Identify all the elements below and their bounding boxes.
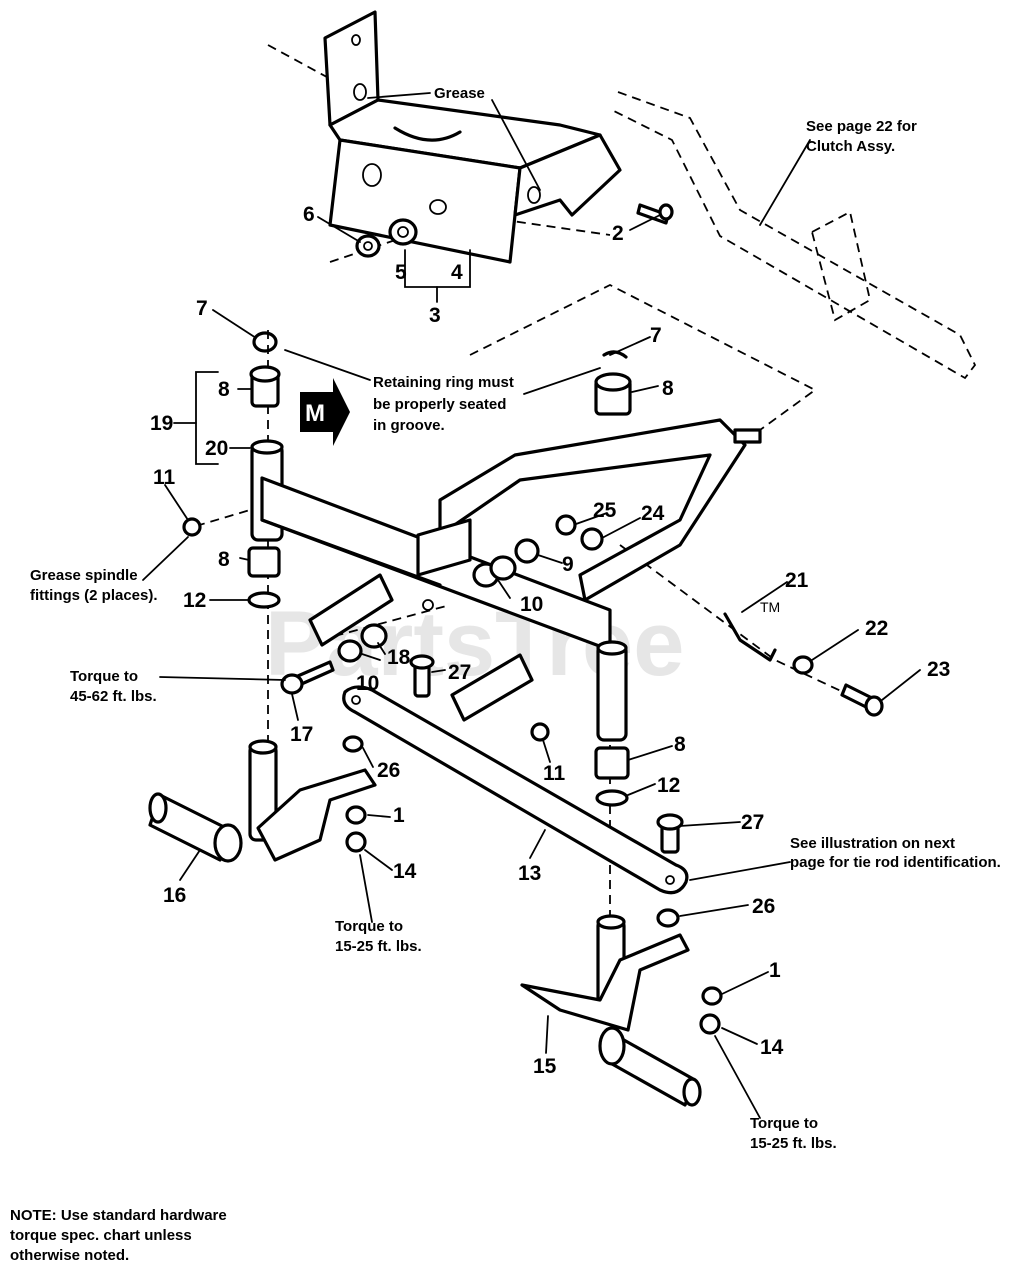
hardware-right <box>723 612 884 717</box>
callout-9: 9 <box>562 553 574 576</box>
note-retaining-line-1: Retaining ring must <box>373 374 514 391</box>
callout-5: 5 <box>395 261 407 284</box>
callout-24: 24 <box>641 502 665 525</box>
callout-12-left: 12 <box>183 589 206 612</box>
callout-3: 3 <box>429 304 441 327</box>
callout-27-bottom: 27 <box>741 811 764 834</box>
note-clutch-line-1: See page 22 for <box>806 118 917 135</box>
callout-11-right: 11 <box>543 762 566 785</box>
m-badge-letter: M <box>305 400 325 427</box>
trademark-mark: TM <box>760 599 780 615</box>
note-torque-mid-line-1: Torque to <box>335 918 403 935</box>
callout-23: 23 <box>927 658 950 681</box>
callout-18: 18 <box>387 646 411 669</box>
clutch-shaft-outline <box>611 91 977 380</box>
callout-26-right: 26 <box>752 895 775 918</box>
diagram-notes: Grease See page 22 for Clutch Assy. Reta… <box>10 85 1001 1264</box>
callout-12-right: 12 <box>657 774 680 797</box>
callout-1-left: 1 <box>393 804 405 827</box>
upper-bracket <box>323 10 622 264</box>
callout-14-left: 14 <box>393 860 417 883</box>
callout-11-left: 11 <box>153 466 176 489</box>
note-grease: Grease <box>434 85 485 102</box>
part-callouts: 5 4 3 6 2 7 7 8 8 19 20 11 8 12 25 24 9 … <box>150 203 950 1078</box>
callout-22: 22 <box>865 617 888 640</box>
note-retaining-line-2: be properly seated <box>373 396 506 413</box>
callout-20: 20 <box>205 437 228 460</box>
note-torque-left-line-1: Torque to <box>70 668 138 685</box>
callout-8-top-left: 8 <box>218 378 230 401</box>
hardware-top <box>355 203 674 258</box>
left-spindle <box>148 735 377 863</box>
note-grease-spindle-line-2: fittings (2 places). <box>30 587 158 604</box>
callout-14-right: 14 <box>760 1036 784 1059</box>
note-torque-mid-line-2: 15-25 ft. lbs. <box>335 938 422 955</box>
callout-8-top-right: 8 <box>662 377 674 400</box>
callout-13: 13 <box>518 862 541 885</box>
right-spindle <box>520 813 723 1107</box>
front-axle-frame <box>250 418 762 742</box>
m-arrow-badge: M <box>300 378 350 446</box>
callout-7-left: 7 <box>196 297 208 320</box>
callout-17: 17 <box>290 723 313 746</box>
note-torque-right-line-2: 15-25 ft. lbs. <box>750 1135 837 1152</box>
callout-26-left: 26 <box>377 759 400 782</box>
note-torque-left-line-2: 45-62 ft. lbs. <box>70 688 157 705</box>
hardware-middle <box>182 514 630 807</box>
callout-7-right: 7 <box>650 324 662 347</box>
note-hardware-line-3: otherwise noted. <box>10 1247 129 1264</box>
callout-25: 25 <box>593 499 617 522</box>
callout-15: 15 <box>533 1055 557 1078</box>
callout-1-right: 1 <box>769 959 781 982</box>
note-hardware-line-1: NOTE: Use standard hardware <box>10 1207 227 1224</box>
callout-10-left: 10 <box>356 672 379 695</box>
note-tierod-line-2: page for tie rod identification. <box>790 854 1001 871</box>
note-clutch-line-2: Clutch Assy. <box>806 138 895 155</box>
note-hardware-line-2: torque spec. chart unless <box>10 1227 192 1244</box>
callout-8-mid-left: 8 <box>218 548 230 571</box>
callout-8-mid-right: 8 <box>674 733 686 756</box>
note-torque-right-line-1: Torque to <box>750 1115 818 1132</box>
callout-10-right: 10 <box>520 593 543 616</box>
callout-16: 16 <box>163 884 186 907</box>
callout-21: 21 <box>785 569 809 592</box>
note-grease-spindle-line-1: Grease spindle <box>30 567 138 584</box>
note-tierod-line-1: See illustration on next <box>790 835 955 852</box>
callout-2: 2 <box>612 222 624 245</box>
callout-19: 19 <box>150 412 173 435</box>
callout-27-top: 27 <box>448 661 471 684</box>
callout-6: 6 <box>303 203 315 226</box>
leader-lines <box>142 92 921 1119</box>
callout-4: 4 <box>451 261 463 284</box>
top-bushings <box>249 331 632 416</box>
tie-rod <box>342 685 689 895</box>
note-retaining-line-3: in groove. <box>373 417 445 434</box>
